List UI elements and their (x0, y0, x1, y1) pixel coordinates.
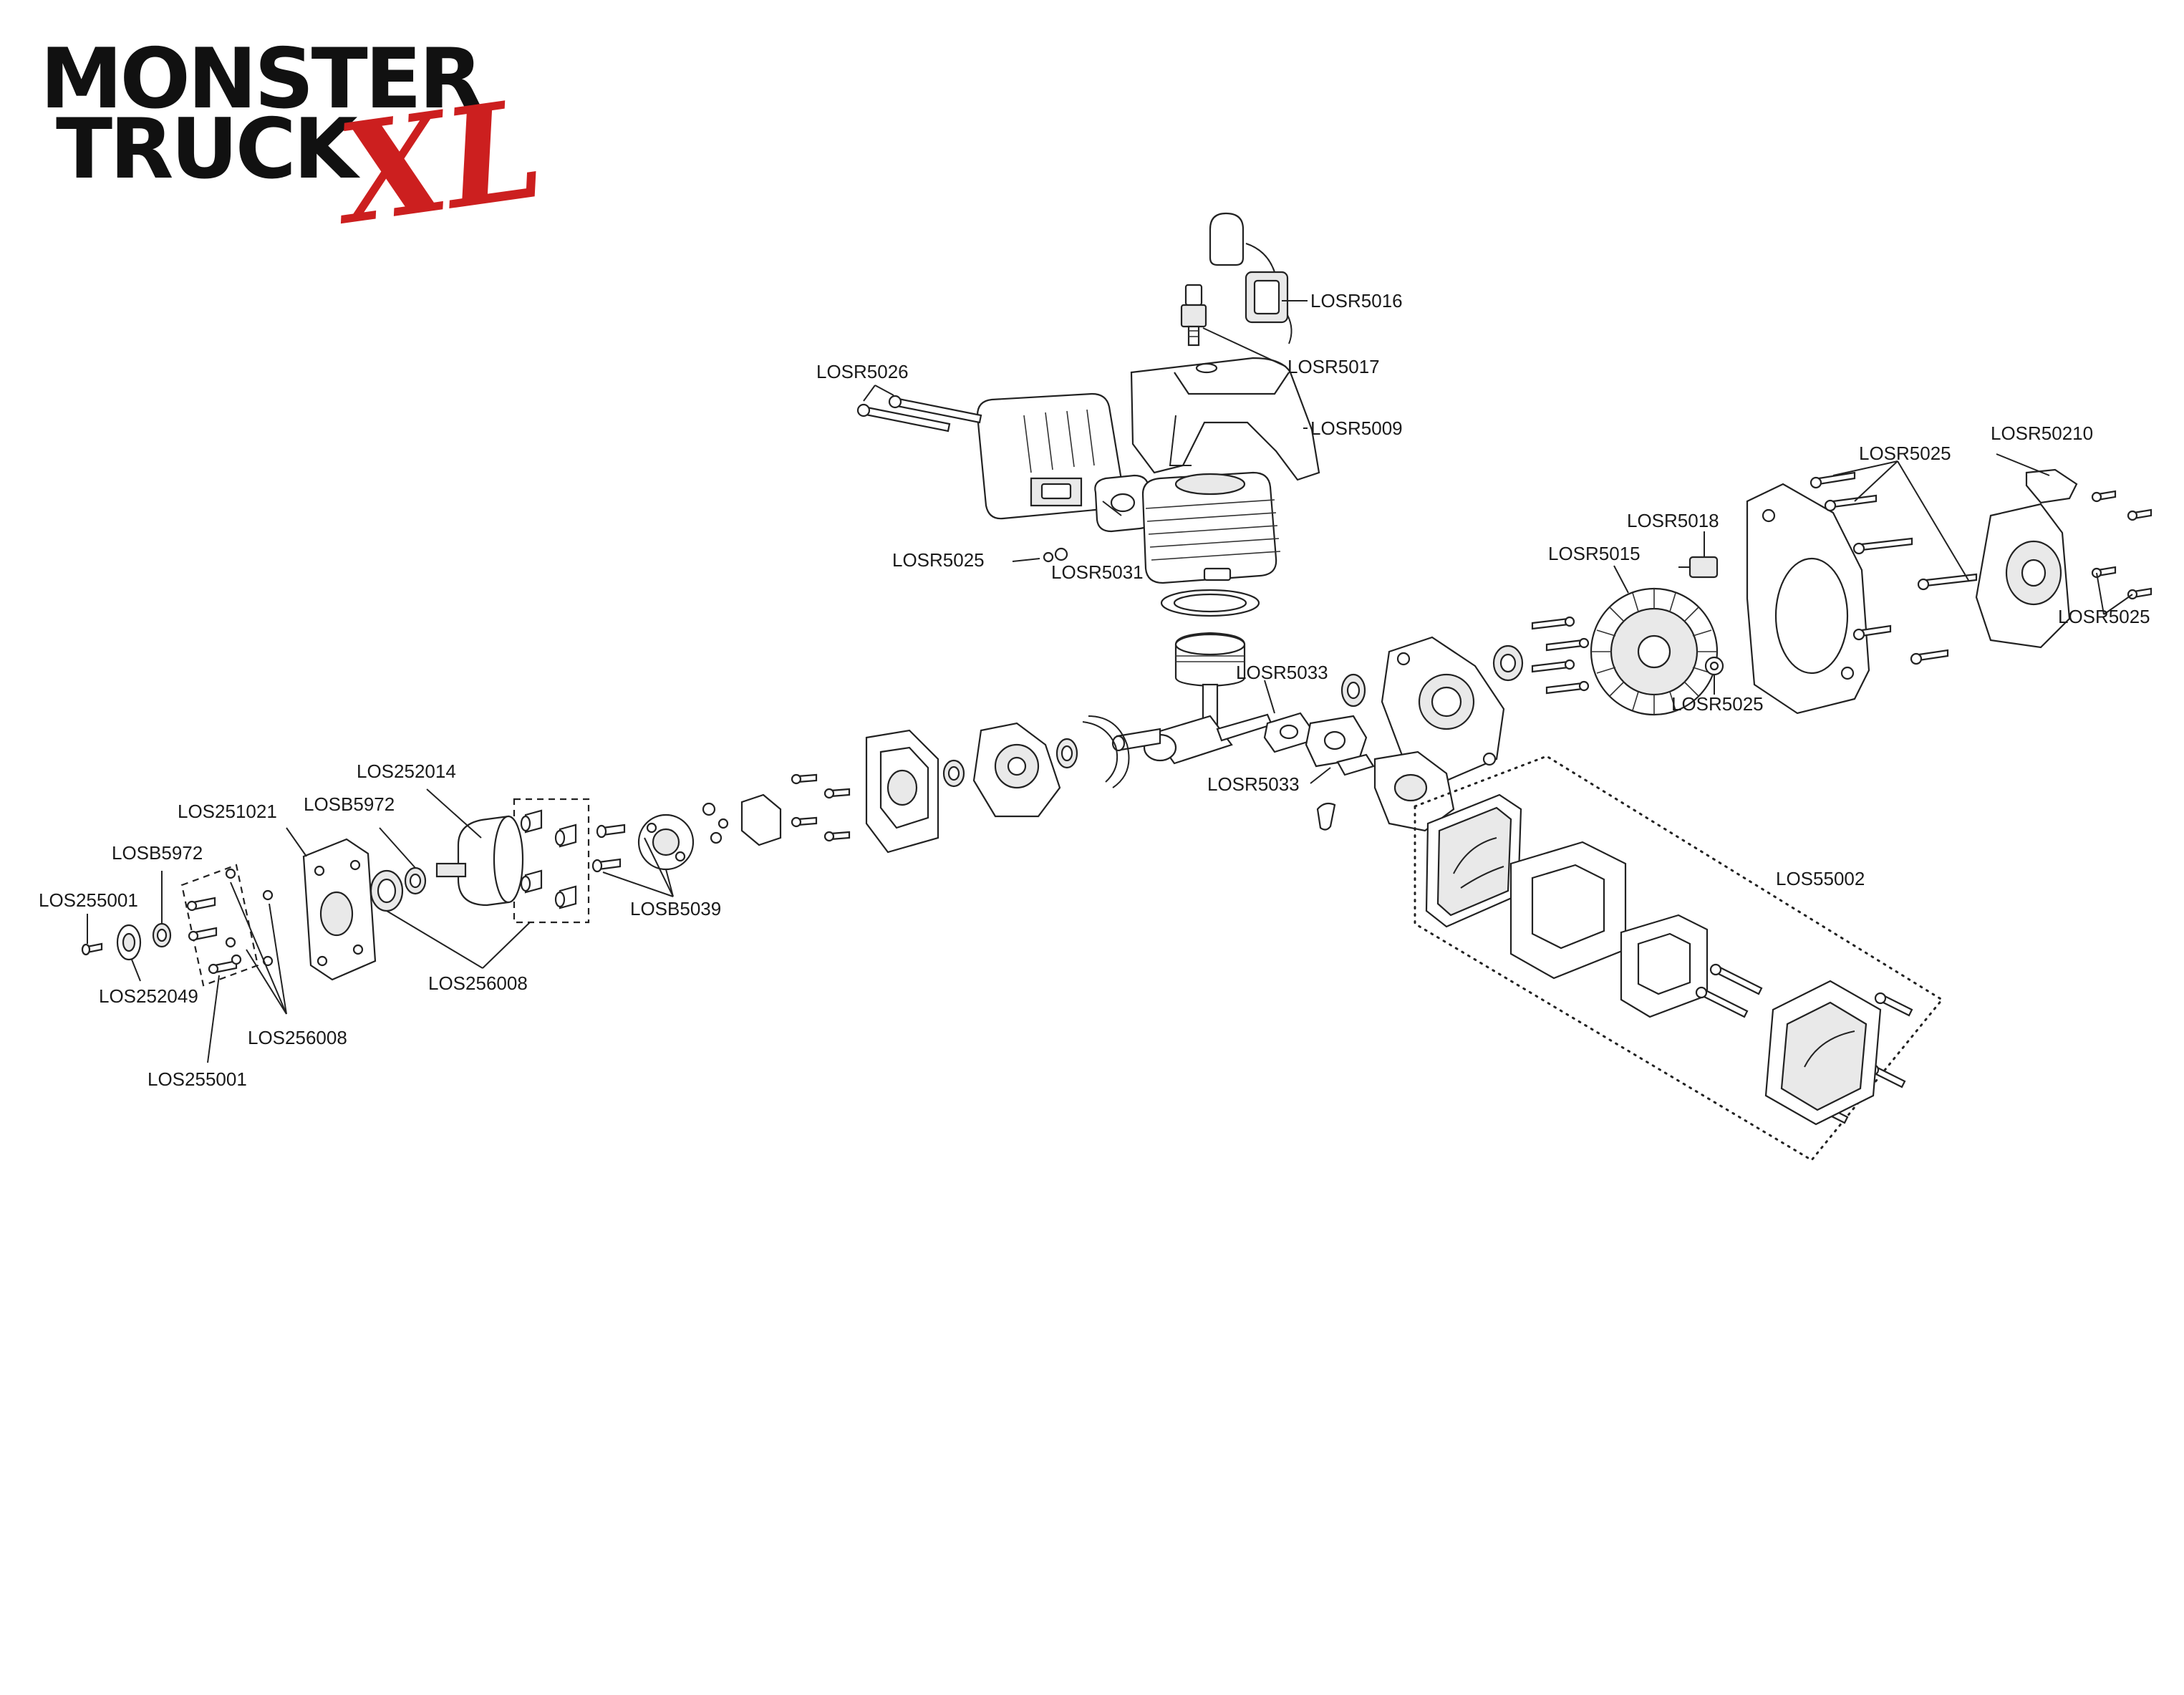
leader-lines (87, 300, 2133, 1063)
flywheel (1590, 587, 1719, 716)
ignition-sensor (1678, 556, 1719, 579)
callout-los255001-top: LOS255001 (39, 889, 138, 911)
cylinder-shroud (1130, 357, 1320, 481)
crankcase-screws (791, 773, 851, 842)
crankcase-half-right (1381, 636, 1505, 782)
callout-losr5025-cover: LOSR5025 (1859, 443, 1951, 464)
clutch-housing-plate (302, 838, 377, 981)
recoil-bolts (2091, 490, 2152, 600)
muffler (976, 392, 1125, 520)
clutch-shoe-bolts (591, 824, 626, 873)
callout-los256008-housing: LOS256008 (248, 1027, 347, 1048)
air-filter-group (1414, 755, 1944, 1162)
clutch-shoe-carrier (637, 813, 695, 871)
brand-logo: MONSTER TRUCK XL (40, 31, 551, 256)
filter-foam-inner (1620, 914, 1709, 1018)
housing-screws-box (180, 864, 274, 987)
spur-bearing (152, 922, 172, 948)
callout-losr5015: LOSR5015 (1548, 543, 1641, 564)
filter-foam-outer (1509, 841, 1627, 980)
pinion-gear (116, 924, 142, 961)
crankcase-left (865, 729, 939, 854)
callout-losr5016: LOSR5016 (1310, 290, 1403, 312)
carburetor (1316, 750, 1455, 832)
spark-plug (1180, 284, 1207, 347)
main-bearing (1055, 738, 1078, 769)
intake-gasket-lower (1336, 753, 1375, 776)
small-bolt-washer (1012, 547, 1068, 563)
intake-gasket (1263, 712, 1312, 753)
callout-los256008-clutch: LOS256008 (428, 972, 528, 994)
flywheel-nut (1704, 656, 1724, 676)
callout-losr5033-upper: LOSR5033 (1236, 662, 1328, 683)
callout-losr5018: LOSR5018 (1627, 510, 1719, 531)
crankcase-gasket (1082, 715, 1130, 788)
bell-bearing (369, 869, 404, 912)
base-gasket (1160, 589, 1260, 617)
callout-losr5017: LOSR5017 (1287, 356, 1380, 377)
flywheel-bolts (1531, 616, 1590, 695)
clutch-bearing (404, 866, 427, 895)
logo-xl-mark: XL (323, 69, 551, 256)
callout-los251021: LOS251021 (178, 801, 277, 822)
logo-line-truck: TRUCK (56, 101, 361, 198)
callout-losr5025-muffler: LOSR5025 (892, 549, 985, 571)
cylinder (1141, 471, 1281, 584)
clutch-bell (435, 815, 524, 907)
callout-losr5031: LOSR5031 (1051, 561, 1144, 583)
callout-losr5026: LOSR5026 (816, 361, 909, 382)
bearing-right (1492, 644, 1524, 682)
callout-losr5009: LOSR5009 (1310, 417, 1403, 439)
recoil-starter (1975, 468, 2078, 649)
callout-losr5025-recoil: LOSR5025 (2058, 606, 2150, 627)
clutch-springs-box (513, 798, 590, 924)
crankcase-middle (972, 722, 1061, 818)
crankshaft (1111, 713, 1273, 765)
ignition-coil (1209, 212, 1292, 344)
filter-cover (1764, 980, 1882, 1126)
exhaust-gasket (1094, 474, 1153, 533)
callout-los55002: LOS55002 (1776, 868, 1865, 889)
bearing-left-inner (1340, 673, 1366, 708)
callout-losb5972-spur: LOSB5972 (112, 842, 203, 864)
callout-los255001-bottom: LOS255001 (148, 1068, 247, 1090)
piston (1174, 632, 1246, 729)
callout-losr5025-nut: LOSR5025 (1671, 693, 1764, 715)
logo-line-monster: MONSTER (40, 31, 481, 127)
pinion-screw (81, 942, 103, 956)
filter-backplate (1425, 793, 1522, 928)
clutch-assembly-parts (702, 793, 782, 846)
callout-losb5972-clutch: LOSB5972 (304, 793, 395, 815)
callout-losr50210: LOSR50210 (1991, 422, 2093, 444)
cover-bolts (1809, 471, 1978, 665)
fan-cover (1746, 483, 1870, 715)
callout-losb5039: LOSB5039 (630, 898, 721, 919)
bearing-left (942, 759, 965, 788)
callout-losr5033-lower: LOSR5033 (1207, 773, 1300, 795)
callout-labels: LOSR5016 LOSR5017 LOSR5026 LOSR5009 LOSR… (39, 290, 2150, 1090)
callout-los252014: LOS252014 (357, 760, 456, 782)
callout-los252049: LOS252049 (99, 985, 198, 1007)
muffler-pins (856, 395, 982, 433)
